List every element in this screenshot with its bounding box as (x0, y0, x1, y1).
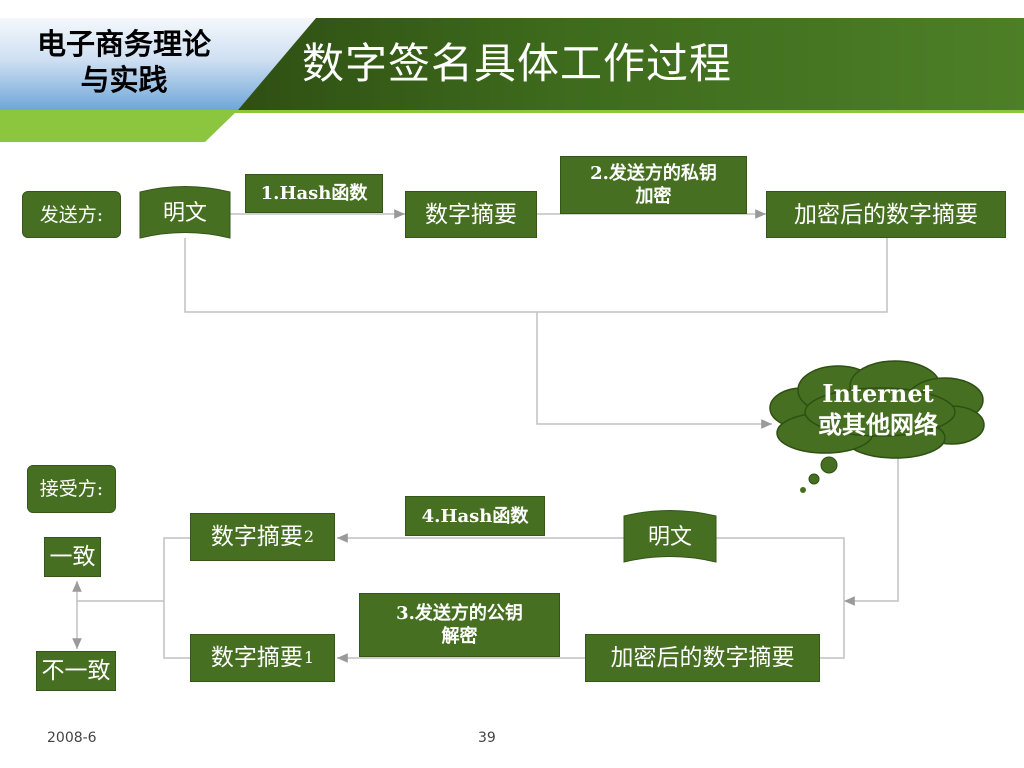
sender-digest-box: 数字摘要 (405, 191, 537, 238)
header-divider (0, 110, 1024, 113)
step3-public-key-label: 3.发送方的公钥 解密 (359, 593, 560, 657)
footer-page-number: 39 (478, 730, 496, 746)
network-cloud-shape (769, 360, 985, 459)
arrow-to-internet (536, 312, 772, 429)
sender-label: 发送方: (22, 191, 121, 238)
result-inconsistent-box: 不一致 (36, 651, 116, 691)
footer-date: 2008-6 (47, 730, 97, 746)
digest1-subscript: 1 (303, 648, 315, 667)
digest2-subscript: 2 (303, 527, 315, 546)
line-encrypted-down (537, 238, 888, 313)
course-title: 电子商务理论 与实践 (0, 26, 248, 98)
slide-title: 数字签名具体工作过程 (302, 39, 733, 88)
network-line2: 或其他网络 (818, 410, 938, 439)
cloud-bubble-medium (808, 473, 820, 485)
network-cloud: Internet 或其他网络 (770, 378, 986, 440)
receiver-plaintext: 明文 (647, 525, 692, 550)
header-accent-triangle (0, 110, 238, 142)
line-split-up (716, 537, 845, 601)
network-line1: Internet (822, 379, 934, 408)
line-digest1-compare (163, 601, 190, 659)
digest1-text: 数字摘要 (210, 645, 303, 671)
line-digest2-compare (163, 537, 190, 601)
step2-line1: 2.发送方的私钥 (590, 163, 717, 184)
line-split-down (820, 601, 845, 659)
step4-hash-label: 4.Hash函数 (405, 496, 545, 536)
step3-line2: 解密 (441, 626, 478, 647)
header-title-panel (238, 18, 1024, 110)
receiver-label: 接受方: (27, 465, 116, 513)
step2-line2: 加密 (635, 186, 672, 207)
step1-hash-label: 1.Hash函数 (245, 174, 383, 213)
course-title-line2: 与实践 (80, 63, 168, 97)
step2-private-key-label: 2.发送方的私钥 加密 (560, 156, 747, 214)
step3-line1: 3.发送方的公钥 (396, 603, 523, 624)
sender-plaintext-shape (139, 186, 231, 239)
sender-encrypted-digest-box: 加密后的数字摘要 (766, 191, 1006, 238)
receiver-encrypted-digest-box: 加密后的数字摘要 (585, 634, 820, 682)
sender-plaintext: 明文 (162, 201, 207, 226)
cloud-bubble-large (820, 456, 838, 474)
arrow-internet-to-receiver (844, 452, 899, 606)
digest2-text: 数字摘要 (210, 524, 303, 550)
course-title-line1: 电子商务理论 (36, 27, 211, 61)
line-plaintext-down (184, 238, 537, 313)
cloud-bubble-small (800, 487, 806, 493)
result-consistent-box: 一致 (44, 537, 101, 577)
receiver-plaintext-shape (623, 510, 717, 563)
